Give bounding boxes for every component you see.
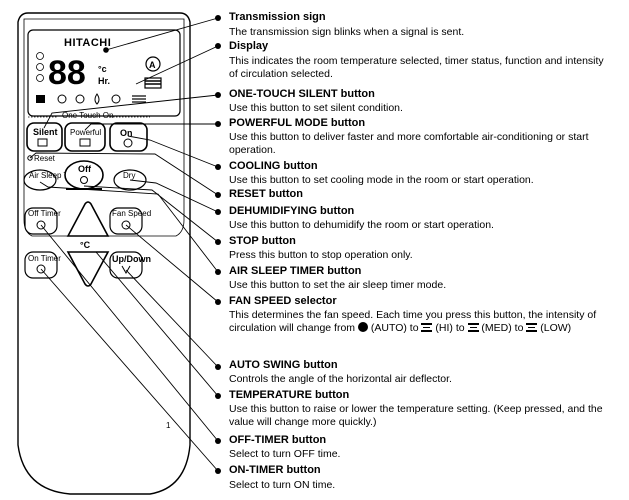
fan-speed-button[interactable]: Fan Speed bbox=[109, 207, 151, 235]
lcd-mode-icons-row bbox=[36, 93, 146, 105]
label-on-timer: ON-TIMER button bbox=[229, 464, 321, 476]
desc-powerful-mode: Use this button to deliver faster and mo… bbox=[229, 131, 589, 157]
desc-fan-speed: This determines the fan speed. Each time… bbox=[229, 309, 605, 335]
lcd-digits: 88 bbox=[48, 54, 86, 92]
page-mark: 1 bbox=[166, 421, 171, 430]
reset-button[interactable] bbox=[27, 155, 33, 161]
svg-text:Fan Speed: Fan Speed bbox=[112, 209, 151, 218]
sun-icon bbox=[57, 94, 67, 104]
label-dehumidifying: DEHUMIDIFYING button bbox=[229, 205, 355, 217]
svg-text:Air Sleep Timer: Air Sleep Timer bbox=[29, 171, 84, 180]
off-stop-button[interactable]: Off bbox=[64, 160, 104, 190]
desc-air-sleep-timer: Use this button to set the air sleep tim… bbox=[229, 279, 447, 291]
snowflake-icon bbox=[75, 94, 85, 104]
lcd-unit-c: °c bbox=[98, 64, 107, 74]
fan-speed-text-1: This determines the fan speed. Each time… bbox=[229, 309, 597, 335]
svg-text:Dry: Dry bbox=[123, 171, 135, 180]
fan-speed-text-low: (LOW) bbox=[540, 322, 572, 335]
fan-speed-text-hi: (HI) to bbox=[435, 322, 465, 335]
label-cooling: COOLING button bbox=[229, 160, 318, 172]
label-reset: RESET button bbox=[229, 188, 303, 200]
lcd-panel bbox=[27, 29, 181, 117]
svg-text:Powerful: Powerful bbox=[70, 128, 101, 137]
label-stop: STOP button bbox=[229, 235, 296, 247]
desc-auto-swing: Controls the angle of the horizontal air… bbox=[229, 373, 452, 385]
label-off-timer: OFF-TIMER button bbox=[229, 434, 327, 446]
svg-text:Off: Off bbox=[78, 164, 92, 174]
on-timer-button[interactable]: On Timer bbox=[24, 251, 61, 279]
hi-fan-icon bbox=[421, 323, 433, 333]
label-air-sleep-timer: AIR SLEEP TIMER button bbox=[229, 265, 362, 277]
auto-fan-icon bbox=[357, 322, 368, 333]
med-fan-icon bbox=[467, 323, 479, 333]
desc-temperature: Use this button to raise or lower the te… bbox=[229, 403, 603, 429]
brand-logo: HITACHI bbox=[64, 37, 111, 49]
leader-dots bbox=[215, 15, 221, 474]
fan-speed-text-med: (MED) to bbox=[481, 322, 524, 335]
air-sleep-timer-button[interactable]: Air Sleep Timer bbox=[23, 169, 84, 191]
auto-mode-letter: A bbox=[149, 60, 156, 70]
one-touch-caption: One Touch On bbox=[62, 111, 113, 120]
fan-icon bbox=[111, 94, 121, 104]
low-fan-icon bbox=[526, 323, 538, 333]
label-fan-speed: FAN SPEED selector bbox=[229, 295, 337, 307]
temperature-down-button[interactable] bbox=[66, 251, 110, 287]
lcd-left-icons bbox=[36, 52, 44, 82]
off-timer-button[interactable]: Off Timer bbox=[24, 207, 61, 235]
reset-label: Reset bbox=[34, 154, 56, 163]
desc-dehumidifying: Use this button to dehumidify the room o… bbox=[229, 219, 494, 231]
powerful-button[interactable]: Powerful bbox=[64, 122, 106, 152]
label-one-touch-silent: ONE-TOUCH SILENT button bbox=[229, 88, 375, 100]
desc-one-touch-silent: Use this button to set silent condition. bbox=[229, 102, 403, 114]
label-temperature: TEMPERATURE button bbox=[229, 389, 350, 401]
label-transmission-sign: Transmission sign bbox=[229, 11, 326, 23]
temperature-up-button[interactable] bbox=[66, 201, 110, 237]
leader-lines bbox=[29, 17, 219, 472]
silent-button[interactable]: Silent bbox=[26, 122, 63, 152]
fan-bars-icon bbox=[144, 77, 162, 89]
desc-off-timer: Select to turn OFF time. bbox=[229, 448, 341, 460]
desc-on-timer: Select to turn ON time. bbox=[229, 479, 336, 491]
up-down-swing-button[interactable]: Up/Down bbox=[109, 251, 151, 279]
lcd-unit-hr: Hr. bbox=[98, 76, 110, 86]
fan-speed-text-auto: (AUTO) to bbox=[370, 322, 419, 335]
svg-text:Silent: Silent bbox=[33, 127, 58, 137]
desc-cooling: Use this button to set cooling mode in t… bbox=[229, 174, 534, 186]
svg-text:On Timer: On Timer bbox=[28, 254, 61, 263]
temperature-symbol: °C bbox=[80, 240, 91, 250]
label-display: Display bbox=[229, 40, 269, 52]
on-cooling-button[interactable]: On bbox=[109, 122, 148, 152]
drop-icon bbox=[94, 93, 100, 105]
svg-text:On: On bbox=[120, 128, 133, 138]
desc-transmission-sign: The transmission sign blinks when a sign… bbox=[229, 26, 465, 38]
desc-stop: Press this button to stop operation only… bbox=[229, 249, 413, 261]
desc-display: This indicates the room temperature sele… bbox=[229, 55, 604, 81]
svg-text:Off Timer: Off Timer bbox=[28, 209, 61, 218]
label-powerful-mode: POWERFUL MODE button bbox=[229, 117, 366, 129]
svg-text:Up/Down: Up/Down bbox=[112, 254, 151, 264]
auto-mode-icon bbox=[145, 56, 161, 72]
label-auto-swing: AUTO SWING button bbox=[229, 359, 338, 371]
